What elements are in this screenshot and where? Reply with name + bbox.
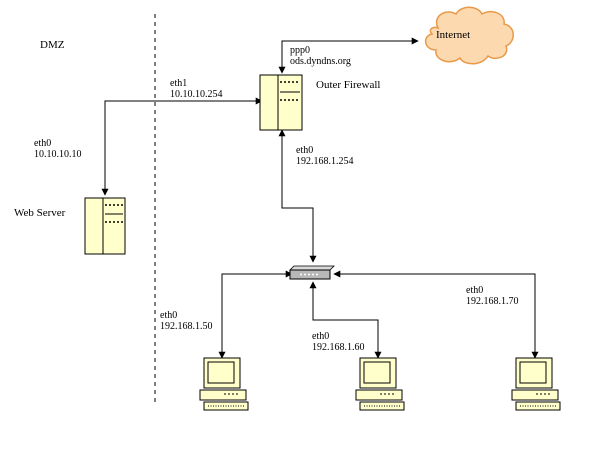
webserver-name-label: Web Server (14, 207, 66, 219)
firewall-eth0-iface: eth0 (296, 145, 314, 156)
firewall-eth1-iface: eth1 (170, 78, 188, 89)
firewall-ppp0-iface: ppp0 (290, 45, 310, 56)
webserver-eth0-iface: eth0 (34, 138, 52, 149)
firewall-name-label: Outer Firewall (316, 79, 381, 91)
ws3-eth0-iface: eth0 (466, 285, 484, 296)
link-hub-ws1 (218, 270, 293, 359)
link-firewall-hub (278, 129, 317, 263)
network-hub-icon (289, 265, 335, 280)
workstation-2-desktop-computer-icon (355, 357, 405, 411)
firewall-eth0-addr: 192.168.1.254 (296, 156, 354, 167)
connections (101, 37, 539, 359)
link-firewall-webserver (101, 97, 263, 196)
ws1-eth0-addr: 192.168.1.50 (160, 321, 213, 332)
webserver-tower-server-icon (84, 197, 126, 255)
ws3-eth0-addr: 192.168.1.70 (466, 296, 519, 307)
cloud-icon (424, 6, 514, 65)
workstation-1-desktop-computer-icon (199, 357, 249, 411)
firewall-tower-server-icon (259, 74, 303, 131)
firewall-eth1-addr: 10.10.10.254 (170, 89, 223, 100)
link-hub-ws3 (333, 270, 539, 359)
dmz-zone-label: DMZ (40, 39, 65, 51)
webserver-eth0-addr: 10.10.10.10 (34, 149, 82, 160)
ws2-eth0-addr: 192.168.1.60 (312, 342, 365, 353)
ws1-eth0-iface: eth0 (160, 310, 178, 321)
workstation-3-desktop-computer-icon (511, 357, 561, 411)
link-firewall-internet (278, 37, 419, 74)
ws2-eth0-iface: eth0 (312, 331, 330, 342)
internet-cloud-label: Internet (436, 29, 471, 41)
firewall-ppp0-addr: ods.dyndns.org (290, 56, 351, 67)
